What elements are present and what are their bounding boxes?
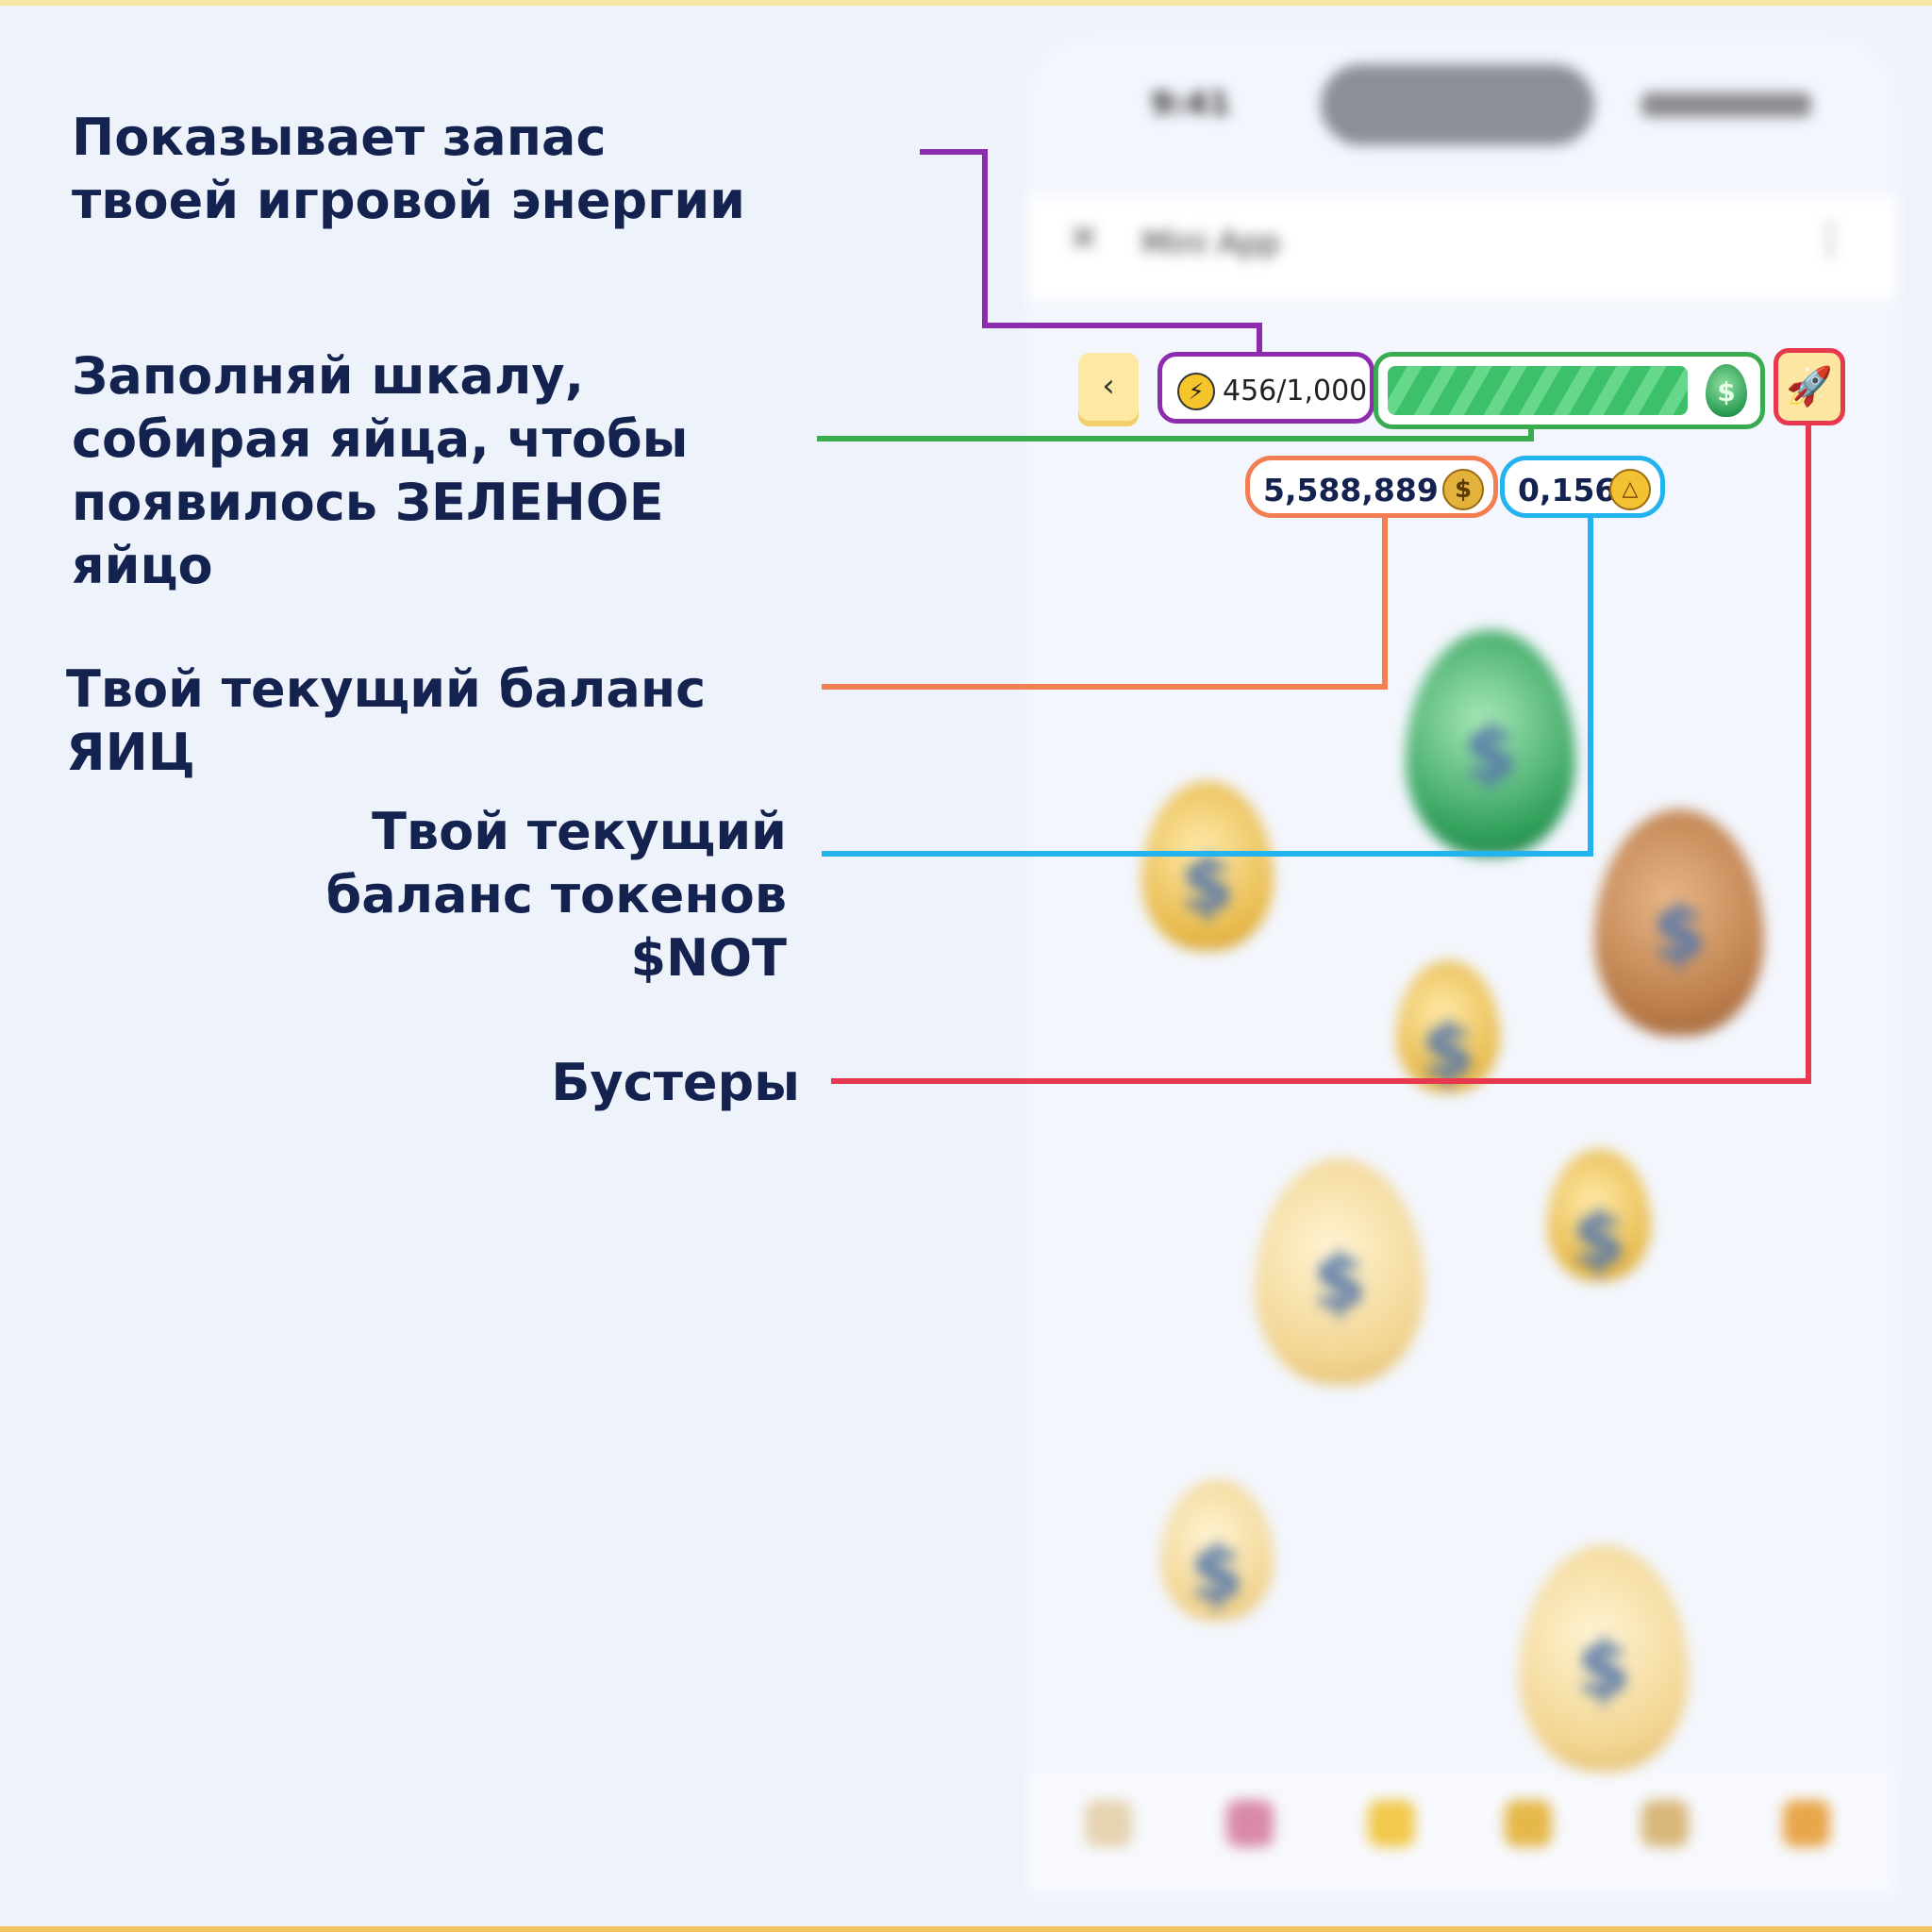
energy-connector: [982, 323, 1262, 328]
lightning-icon: ⚡: [1177, 373, 1215, 410]
pale-egg: $: [1255, 1158, 1424, 1385]
not-balance-value: 0,156: [1518, 472, 1617, 508]
not-balance: 0,156 △: [1500, 456, 1665, 518]
nav-icon: [1368, 1800, 1415, 1847]
egg-progress-bar: $: [1374, 352, 1765, 429]
close-icon: ✕: [1068, 217, 1100, 260]
more-icon: ⋮: [1811, 217, 1849, 260]
energy-indicator[interactable]: ⚡ 456/1,000: [1158, 352, 1374, 424]
progress-annotation: Заполняй шкалу, собирая яйца, чтобы появ…: [72, 346, 689, 595]
gold-egg: $: [1141, 781, 1274, 951]
brown-egg: $: [1594, 809, 1764, 1036]
energy-connector: [920, 149, 988, 155]
back-button[interactable]: ‹: [1078, 353, 1139, 421]
chevron-left-icon: ‹: [1102, 367, 1115, 405]
eggs-balance-value: 5,588,889: [1263, 472, 1439, 508]
nav-icon: [1085, 1800, 1132, 1847]
phone-mockup-blurred: 9:41 ✕ Mini App ⋮ $ $ $ $ $ $ $ $: [1028, 36, 1896, 1894]
green-egg: $: [1406, 630, 1575, 857]
not-connector: [1588, 516, 1593, 857]
nav-icon: [1226, 1800, 1274, 1847]
coin-icon: $: [1442, 469, 1484, 510]
nav-icon: [1783, 1800, 1830, 1847]
energy-connector: [982, 149, 988, 328]
not-balance-annotation: Твой текущий баланс токенов $NOT: [325, 802, 787, 988]
boosters-connector: [831, 1078, 1811, 1084]
nav-icon: [1505, 1800, 1552, 1847]
nav-icon: [1641, 1800, 1689, 1847]
status-icons-blurred: [1641, 92, 1811, 117]
boosters-annotation: Бустеры: [551, 1053, 800, 1112]
mini-app-titlebar-blurred: ✕ Mini App ⋮: [1028, 196, 1896, 300]
eggs-balance-annotation: Твой текущий баланс ЯИЦ: [66, 659, 707, 782]
not-connector: [822, 851, 1593, 857]
status-time-blurred: 9:41: [1151, 85, 1231, 123]
gold-egg: $: [1547, 1149, 1651, 1283]
boosters-connector: [1806, 425, 1811, 1084]
top-accent-bar: [0, 0, 1932, 6]
gold-egg: $: [1396, 960, 1500, 1094]
pale-egg: $: [1519, 1545, 1689, 1772]
progress-connector: [1528, 426, 1534, 441]
energy-annotation: Показывает запас твоей игровой энергии: [72, 108, 746, 230]
eggs-connector: [822, 684, 1388, 690]
eggs-balance: 5,588,889 $: [1245, 456, 1498, 518]
green-egg-icon: $: [1706, 364, 1747, 417]
energy-connector: [1257, 323, 1262, 355]
progress-connector: [817, 436, 1534, 441]
energy-value: 456/1,000: [1223, 375, 1368, 408]
boosters-button[interactable]: 🚀: [1774, 348, 1845, 425]
bottom-nav-blurred: [1028, 1772, 1896, 1894]
mini-app-title-blurred: Mini App: [1141, 225, 1281, 262]
eggs-connector: [1382, 516, 1388, 690]
phone-notch: [1321, 64, 1594, 145]
pale-egg: $: [1160, 1479, 1274, 1621]
bottom-accent-bar: [0, 1926, 1932, 1932]
rocket-icon: 🚀: [1786, 365, 1833, 408]
progress-fill: [1388, 366, 1688, 415]
not-coin-icon: △: [1609, 469, 1651, 510]
